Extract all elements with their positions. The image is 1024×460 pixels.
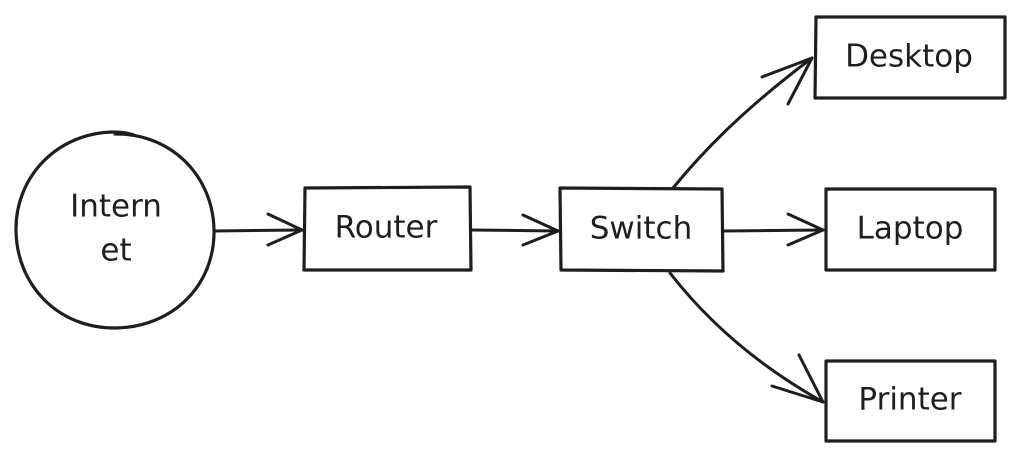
node-laptop-shape	[824, 187, 997, 272]
node-printer: Printer	[824, 359, 997, 443]
node-router-label: Router	[335, 210, 438, 246]
node-laptop: Laptop	[824, 187, 997, 272]
node-switch-label: Switch	[590, 211, 693, 247]
edge-switch-laptop-arrowhead	[786, 212, 825, 247]
node-printer-shape	[824, 359, 997, 443]
edge-router-switch-arrowhead	[521, 213, 560, 247]
node-router: Router	[302, 185, 473, 272]
node-router-shape	[302, 185, 473, 272]
node-desktop: Desktop	[813, 15, 1007, 100]
edge-switch-desktop	[671, 56, 814, 190]
node-internet-shape	[14, 130, 216, 330]
node-switch: Switch	[558, 186, 725, 273]
nodes: Intern et Router Switch Desktop Laptop P…	[14, 15, 1007, 443]
node-desktop-label: Desktop	[845, 39, 973, 75]
edge-router-switch	[469, 213, 560, 247]
edge-internet-router	[212, 212, 304, 247]
node-switch-shape	[558, 186, 725, 273]
node-internet-label-line1: Intern	[70, 189, 162, 225]
edge-switch-laptop	[721, 212, 825, 247]
edge-switch-printer-line	[668, 271, 825, 404]
edges	[212, 56, 825, 404]
node-internet-label-line2: et	[100, 233, 131, 269]
edge-switch-printer	[668, 271, 825, 404]
node-laptop-label: Laptop	[857, 211, 964, 247]
edge-switch-desktop-arrowhead	[760, 56, 814, 106]
edge-switch-printer-arrowhead	[770, 353, 825, 404]
node-printer-label: Printer	[858, 382, 961, 418]
edge-internet-router-line	[212, 228, 304, 233]
edge-internet-router-arrowhead	[266, 212, 304, 247]
node-desktop-shape	[813, 15, 1007, 100]
node-internet: Intern et	[14, 130, 216, 330]
edge-switch-desktop-line	[671, 56, 814, 190]
edge-switch-laptop-line	[721, 228, 825, 233]
edge-router-switch-line	[469, 228, 560, 233]
